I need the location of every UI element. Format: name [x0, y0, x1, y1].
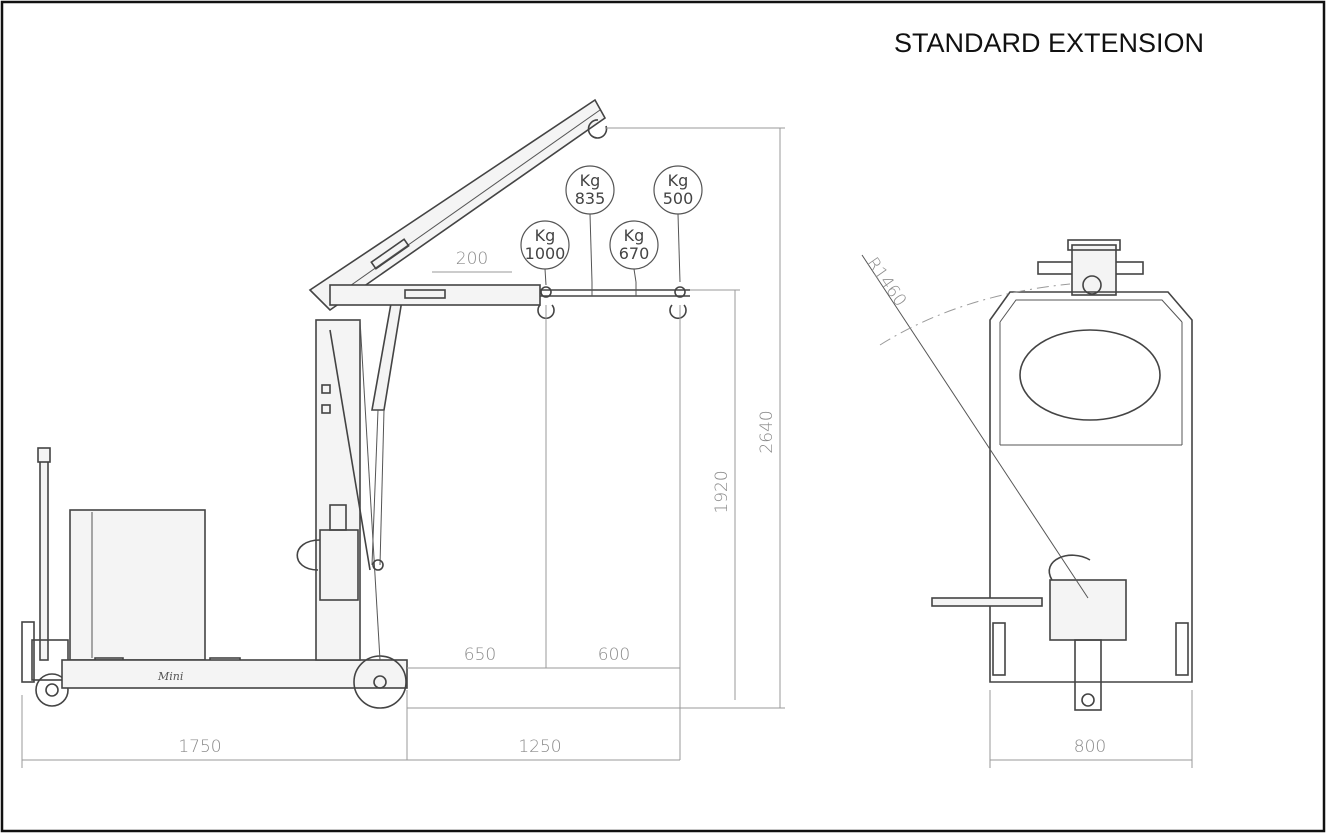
horizontal-boom [329, 282, 690, 320]
load-balloon-500: Kg 500 [653, 165, 703, 283]
svg-text:Kg: Kg [668, 171, 689, 190]
svg-text:500: 500 [663, 189, 694, 208]
svg-text:Kg: Kg [535, 226, 556, 245]
svg-text:200: 200 [456, 249, 488, 269]
dimension-radius: R1460 [861, 254, 1089, 599]
brand-logo: Mini [157, 670, 183, 683]
counterweight [69, 509, 241, 671]
hydraulic-cylinder [371, 297, 403, 571]
mast [315, 319, 381, 661]
dimension-600: 600 [546, 645, 680, 669]
brace [329, 329, 371, 571]
chassis: Mini [61, 659, 408, 689]
dimension-200: 200 [432, 249, 512, 273]
svg-text:Kg: Kg [624, 226, 645, 245]
counterweight-window [1019, 329, 1161, 421]
svg-text:1250: 1250 [518, 737, 561, 757]
dimension-1250: 1250 [407, 737, 680, 761]
pump-assembly [931, 554, 1127, 711]
svg-text:R1460: R1460 [862, 254, 910, 311]
top-hook-assembly [1037, 239, 1144, 296]
dimension-800: 800 [989, 690, 1193, 768]
load-balloon-835: Kg 835 [565, 165, 615, 283]
raised-boom [308, 98, 608, 312]
front-view: R1460 800 [861, 239, 1193, 768]
right-wheel [1175, 622, 1189, 676]
drawing-title: STANDARD EXTENSION [894, 28, 1204, 58]
svg-text:670: 670 [619, 244, 650, 263]
svg-text:2640: 2640 [757, 410, 777, 453]
svg-text:600: 600 [598, 645, 630, 665]
svg-text:1920: 1920 [712, 470, 732, 513]
load-balloon-1000: Kg 1000 [520, 220, 570, 286]
svg-text:1000: 1000 [525, 244, 566, 263]
side-view: Mini [21, 98, 785, 768]
dimension-1920: 1920 [690, 289, 740, 700]
raised-hook-icon [587, 119, 608, 139]
chassis-body [989, 291, 1193, 683]
left-wheel [992, 622, 1006, 676]
hydraulic-pump [296, 504, 359, 601]
load-balloon-670: Kg 670 [609, 220, 659, 283]
tow-handle [37, 447, 51, 661]
svg-text:835: 835 [575, 189, 606, 208]
svg-text:650: 650 [464, 645, 496, 665]
pump-lever [931, 597, 1043, 607]
dimension-2640: 2640 [407, 127, 785, 709]
svg-text:800: 800 [1074, 737, 1106, 757]
svg-text:Kg: Kg [580, 171, 601, 190]
dimension-650: 650 [407, 645, 546, 669]
svg-text:1750: 1750 [178, 737, 221, 757]
dimension-1750: 1750 [21, 695, 407, 768]
hook-500-icon [669, 304, 687, 320]
